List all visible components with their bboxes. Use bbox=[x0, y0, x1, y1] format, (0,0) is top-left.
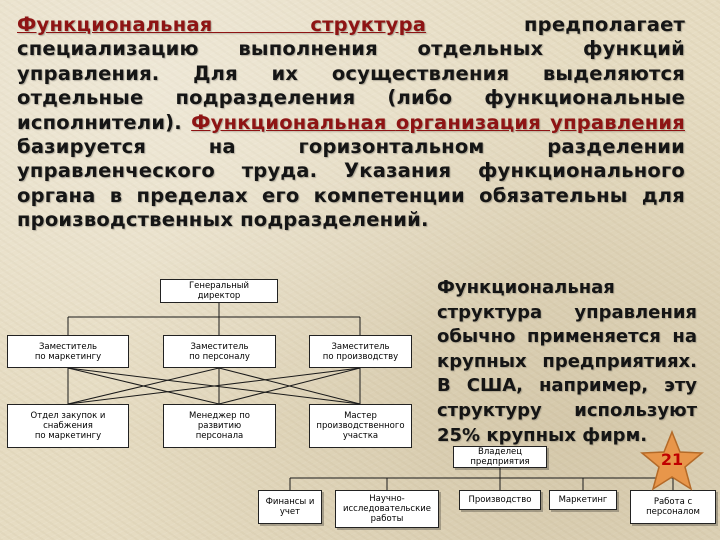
box-personnel: Работа с персоналом bbox=[630, 490, 716, 524]
box-owner: Владелец предприятия bbox=[453, 446, 547, 468]
side-paragraph: Функциональная структура управления обыч… bbox=[437, 277, 697, 446]
term-structure: структура bbox=[310, 13, 427, 36]
term-functional: Функциональная bbox=[17, 13, 311, 36]
box-deputy-personnel: Заместитель по персоналу bbox=[163, 335, 276, 368]
page-number: 21 bbox=[660, 450, 684, 469]
paragraph-part-1: предполагает специализацию выполнения от… bbox=[17, 13, 685, 134]
box-production: Производство bbox=[459, 490, 541, 510]
paragraph-part-2: базируется на горизонтальном разделении … bbox=[17, 135, 685, 232]
term-functional-2: Функциональная bbox=[191, 110, 396, 134]
star-icon bbox=[640, 430, 704, 491]
box-finance: Финансы и учет bbox=[258, 490, 322, 524]
box-manager-development: Менеджер по развитию персонала bbox=[163, 404, 276, 448]
box-production-master: Мастер производственного участка bbox=[309, 404, 412, 448]
box-general-director: Генеральный директор bbox=[160, 279, 278, 303]
box-rnd: Научно- исследовательские работы bbox=[335, 490, 439, 528]
box-purchasing-department: Отдел закупок и снабжения по маркетингу bbox=[7, 404, 129, 448]
box-deputy-marketing: Заместитель по маркетингу bbox=[7, 335, 129, 368]
main-paragraph: Функциональная структура предполагает сп… bbox=[17, 13, 685, 233]
box-deputy-production: Заместитель по производству bbox=[309, 335, 412, 368]
box-marketing: Маркетинг bbox=[549, 490, 617, 510]
term-organization: организация управления bbox=[395, 110, 685, 134]
